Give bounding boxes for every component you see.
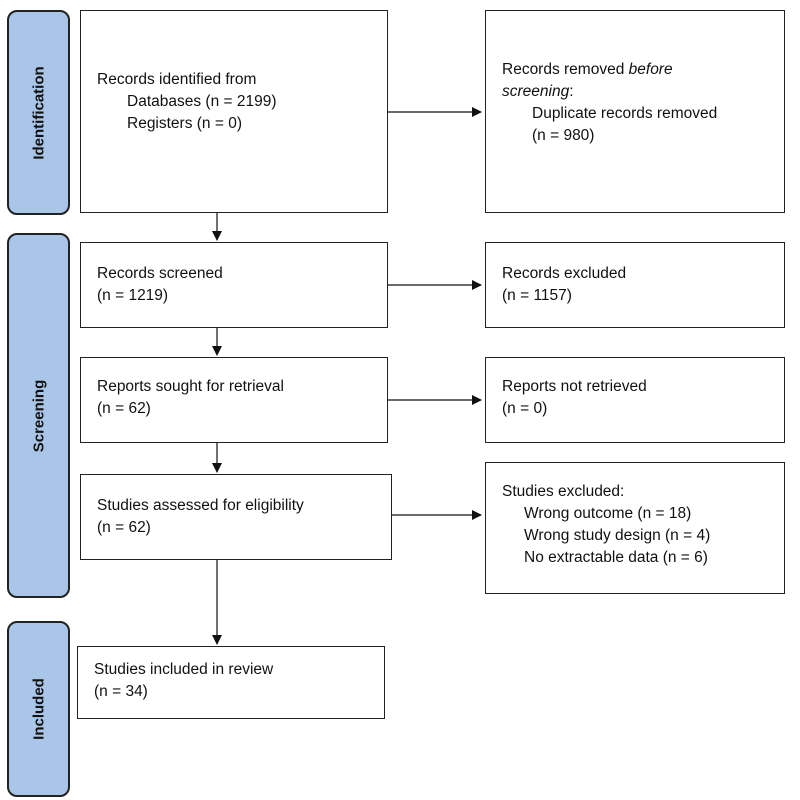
records-identified-databases: Databases (n = 2199) [127, 93, 277, 110]
exclusion-reason: Wrong study design (n = 4) [524, 527, 711, 544]
records-screened-box: Records screened (n = 1219) [80, 242, 388, 328]
phase-screening: Screening [7, 233, 70, 598]
duplicates-removed-n: (n = 980) [532, 127, 595, 144]
reports-sought-box: Reports sought for retrieval (n = 62) [80, 357, 388, 443]
records-removed-emph2: screening [502, 83, 570, 100]
reports-sought-n: (n = 62) [97, 400, 151, 417]
records-removed-title-1: Records removed before [502, 59, 768, 81]
duplicates-removed: Duplicate records removed [532, 105, 718, 122]
studies-assessed-n: (n = 62) [97, 519, 151, 536]
records-screened-title: Records screened [97, 265, 223, 282]
studies-excluded-box: Studies excluded: Wrong outcome (n = 18)… [485, 462, 785, 594]
studies-excluded-title: Studies excluded: [502, 483, 625, 500]
records-identified-box: Records identified from Databases (n = 2… [80, 10, 388, 213]
studies-included-title: Studies included in review [94, 661, 274, 678]
records-screened-n: (n = 1219) [97, 287, 169, 304]
records-excluded-title: Records excluded [502, 265, 627, 282]
exclusion-reason: Wrong outcome (n = 18) [524, 505, 692, 522]
studies-assessed-title: Studies assessed for eligibility [97, 497, 304, 514]
studies-included-n: (n = 34) [94, 683, 148, 700]
studies-assessed-box: Studies assessed for eligibility (n = 62… [80, 474, 392, 560]
records-removed-title-2: screening: [502, 81, 768, 103]
records-identified-title: Records identified from [97, 71, 257, 88]
records-removed-emph: before [628, 61, 673, 78]
exclusion-reason: No extractable data (n = 6) [524, 549, 708, 566]
phase-identification: Identification [7, 10, 70, 215]
phase-included: Included [7, 621, 70, 797]
reports-sought-title: Reports sought for retrieval [97, 378, 284, 395]
reports-not-retrieved-n: (n = 0) [502, 400, 548, 417]
reports-not-retrieved-title: Reports not retrieved [502, 378, 647, 395]
records-removed-prefix: Records removed [502, 61, 629, 78]
records-removed-suffix: : [569, 83, 574, 100]
records-removed-box: Records removed before screening: Duplic… [485, 10, 785, 213]
reports-not-retrieved-box: Reports not retrieved (n = 0) [485, 357, 785, 443]
records-excluded-box: Records excluded (n = 1157) [485, 242, 785, 328]
records-excluded-n: (n = 1157) [502, 287, 572, 304]
records-identified-registers: Registers (n = 0) [127, 115, 243, 132]
studies-included-box: Studies included in review (n = 34) [77, 646, 385, 719]
